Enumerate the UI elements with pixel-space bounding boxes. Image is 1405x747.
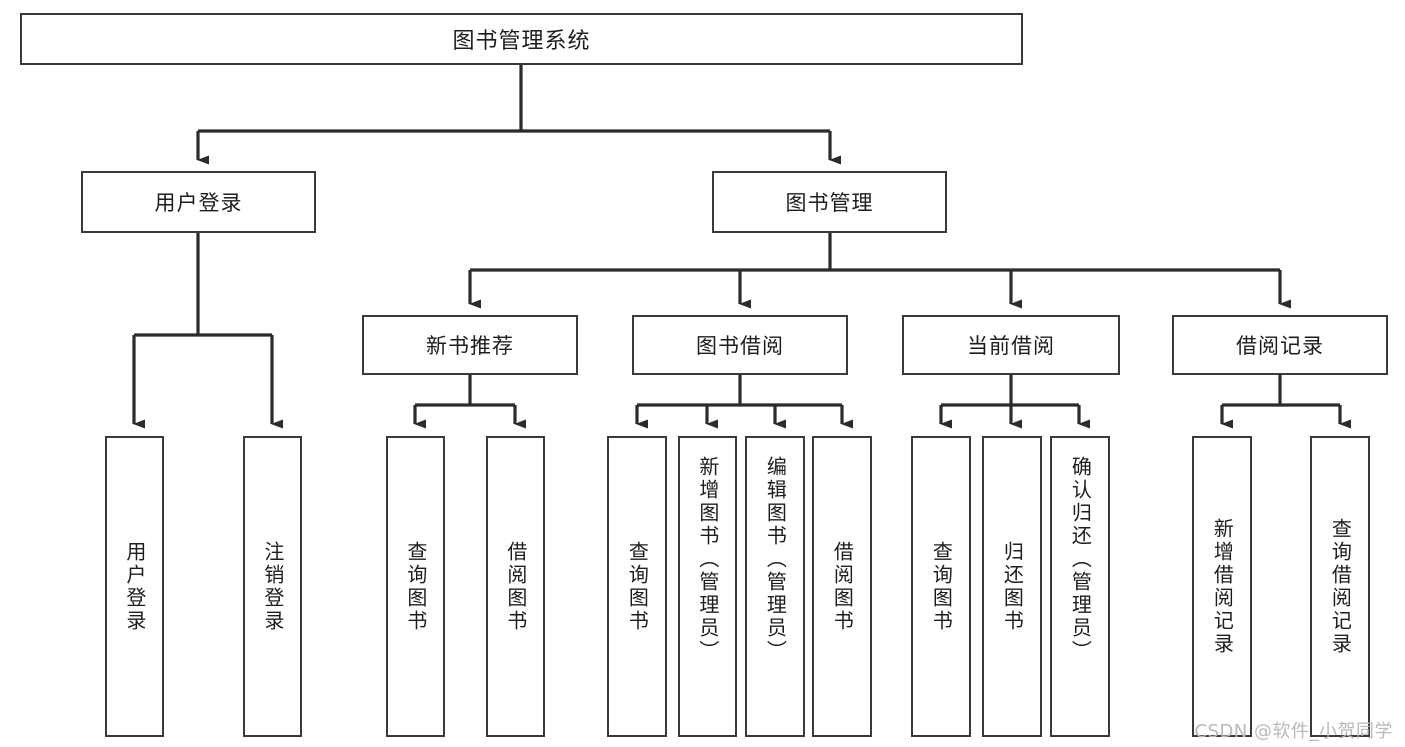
- node-book-management[interactable]: 图书管理: [712, 171, 947, 233]
- node-new-book-recommend[interactable]: 新书推荐: [362, 315, 578, 375]
- leaf-label: 新增借阅记录: [1210, 517, 1235, 656]
- node-label: 用户登录: [154, 191, 243, 215]
- node-borrow-record[interactable]: 借阅记录: [1172, 315, 1388, 375]
- leaf-label: 用户登录: [122, 540, 147, 633]
- leaf-query-book-recommend[interactable]: 查询图书: [386, 436, 445, 737]
- leaf-add-borrow-record[interactable]: 新增借阅记录: [1192, 436, 1252, 737]
- node-book-borrow[interactable]: 图书借阅: [632, 315, 848, 375]
- leaf-label: 新增图书（管理员）: [695, 456, 720, 663]
- node-book-management-system[interactable]: 图书管理系统: [20, 13, 1023, 65]
- leaf-edit-book-admin[interactable]: 编辑图书（管理员）: [745, 436, 805, 737]
- leaf-label: 查询图书: [403, 540, 428, 633]
- leaf-user-login[interactable]: 用户登录: [105, 436, 164, 737]
- node-label: 图书管理系统: [452, 29, 591, 54]
- leaf-query-book-current[interactable]: 查询图书: [911, 436, 971, 737]
- leaf-borrow-book-borrow[interactable]: 借阅图书: [812, 436, 872, 737]
- node-label: 图书管理: [785, 191, 874, 215]
- leaf-label: 归还图书: [1000, 540, 1025, 633]
- leaf-label: 借阅图书: [503, 540, 528, 633]
- leaf-logout-login[interactable]: 注销登录: [243, 436, 302, 737]
- leaf-confirm-return-admin[interactable]: 确认归还（管理员）: [1050, 436, 1110, 737]
- leaf-return-book[interactable]: 归还图书: [982, 436, 1042, 737]
- node-user-login[interactable]: 用户登录: [81, 171, 316, 233]
- node-label: 借阅记录: [1236, 334, 1324, 358]
- leaf-query-borrow-record[interactable]: 查询借阅记录: [1310, 436, 1370, 737]
- leaf-label: 查询图书: [625, 540, 650, 633]
- leaf-label: 编辑图书（管理员）: [763, 456, 788, 663]
- leaf-label: 确认归还（管理员）: [1068, 456, 1093, 663]
- leaf-query-book-borrow[interactable]: 查询图书: [607, 436, 667, 737]
- leaf-label: 借阅图书: [830, 540, 855, 633]
- node-label: 当前借阅: [967, 334, 1055, 358]
- leaf-label: 注销登录: [260, 540, 285, 633]
- node-label: 新书推荐: [426, 334, 514, 358]
- leaf-add-book-admin[interactable]: 新增图书（管理员）: [678, 436, 737, 737]
- watermark-text: CSDN @软件_小贺同学: [1194, 721, 1393, 742]
- leaf-borrow-book-recommend[interactable]: 借阅图书: [486, 436, 545, 737]
- leaf-label: 查询借阅记录: [1328, 517, 1353, 656]
- leaf-label: 查询图书: [929, 540, 954, 633]
- node-current-borrow[interactable]: 当前借阅: [902, 315, 1120, 375]
- node-label: 图书借阅: [696, 334, 784, 358]
